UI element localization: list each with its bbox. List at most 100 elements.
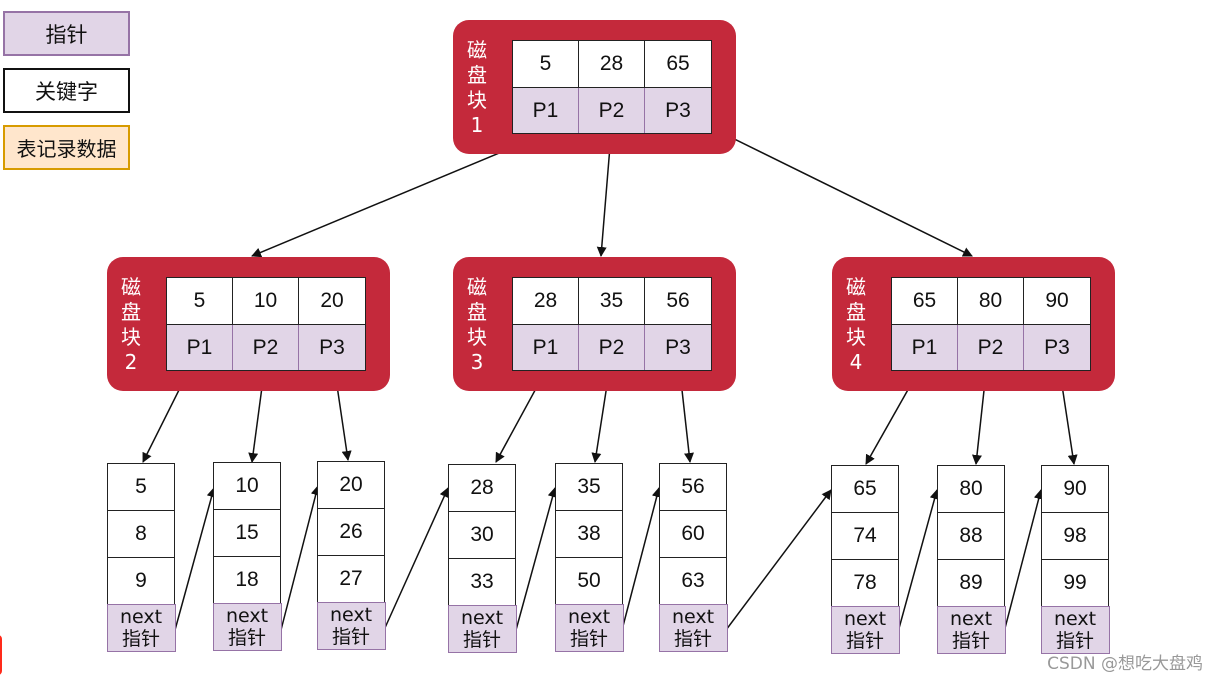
leaf-key: 33: [449, 559, 515, 606]
edge-artifact: [0, 635, 2, 675]
arrow-next-6: [725, 489, 832, 631]
leaf-key: 89: [938, 560, 1004, 607]
next-text: next: [460, 606, 504, 629]
leaf-key: 65: [832, 466, 898, 513]
pointer-cell: P3: [1024, 325, 1090, 370]
disk-block-4: 磁 盘 块 4 65 80 90 P1 P2 P3: [832, 257, 1115, 391]
next-text: 指针: [951, 629, 990, 652]
next-text: next: [949, 607, 993, 630]
leaf-key: 15: [214, 510, 280, 557]
legend-pointer: 指针: [3, 11, 130, 56]
disk-block-2: 磁 盘 块 2 5 10 20 P1 P2 P3: [107, 257, 390, 391]
pointer-cell: P3: [645, 325, 711, 370]
next-text: next: [329, 603, 373, 626]
leaf-key: 8: [108, 511, 174, 558]
disk-block-label: 磁 盘 块 1: [465, 38, 489, 138]
arrow-next-2: [280, 485, 321, 631]
label-char: 盘: [467, 300, 487, 324]
label-char: 块: [467, 325, 487, 349]
label-char: 3: [470, 350, 484, 374]
node-grid: 5 10 20 P1 P2 P3: [166, 277, 366, 371]
next-text: next: [843, 607, 887, 630]
pointer-cell: P1: [513, 88, 579, 133]
key-cell: 28: [579, 41, 645, 88]
label-char: 1: [470, 113, 484, 137]
arrow-next-1: [174, 487, 217, 631]
leaf-key: 38: [556, 511, 622, 558]
leaf-key: 90: [1042, 466, 1108, 513]
key-cell: 56: [645, 278, 711, 325]
label-char: 块: [121, 325, 141, 349]
disk-block-label: 磁 盘 块 3: [465, 275, 489, 375]
pointer-cell: P1: [167, 325, 233, 370]
leaf-key: 35: [556, 464, 622, 511]
next-text: 指针: [462, 628, 501, 651]
next-text: 指针: [1055, 629, 1094, 652]
next-text: 指针: [331, 625, 370, 648]
label-char: 块: [467, 88, 487, 112]
label-char: 盘: [846, 300, 866, 324]
label-char: 盘: [121, 300, 141, 324]
leaf-key: 50: [556, 558, 622, 605]
pointer-cell: P3: [299, 325, 365, 370]
leaf-key: 88: [938, 513, 1004, 560]
leaf-key: 27: [318, 556, 384, 603]
node-grid: 5 28 65 P1 P2 P3: [512, 40, 712, 134]
label-char: 磁: [121, 275, 141, 299]
leaf-key: 5: [108, 464, 174, 511]
key-cell: 90: [1024, 278, 1090, 325]
watermark: CSDN @想吃大盘鸡: [1047, 654, 1203, 674]
leaf-key: 30: [449, 512, 515, 559]
key-cell: 28: [513, 278, 579, 325]
leaf-key: 80: [938, 466, 1004, 513]
arrow-root-p3: [711, 127, 973, 257]
leaf-key: 26: [318, 509, 384, 556]
leaf-key: 78: [832, 560, 898, 607]
arrow-next-5: [621, 487, 662, 631]
pointer-cell: P2: [233, 325, 299, 370]
legend-record: 表记录数据: [3, 125, 130, 170]
label-char: 4: [849, 350, 863, 374]
pointer-cell: P3: [645, 88, 711, 133]
next-text: 指针: [121, 627, 160, 650]
pointer-cell: P2: [958, 325, 1024, 370]
pointer-cell: P2: [579, 88, 645, 133]
label-char: 磁: [846, 275, 866, 299]
node-grid: 65 80 90 P1 P2 P3: [891, 277, 1091, 371]
key-cell: 10: [233, 278, 299, 325]
leaf-key: 63: [660, 558, 726, 605]
arrow-root-p2: [596, 133, 612, 257]
next-text: next: [1053, 607, 1097, 630]
leaf-key: 20: [318, 462, 384, 509]
key-cell: 20: [299, 278, 365, 325]
key-cell: 80: [958, 278, 1024, 325]
next-text: next: [119, 605, 163, 628]
label-char: 磁: [467, 38, 487, 62]
key-cell: 65: [892, 278, 958, 325]
leaf-key: 99: [1042, 560, 1108, 607]
disk-block-3: 磁 盘 块 3 28 35 56 P1 P2 P3: [453, 257, 736, 391]
arrow-next-8: [1003, 489, 1044, 633]
leaf-key: 98: [1042, 513, 1108, 560]
disk-block-label: 磁 盘 块 2: [119, 275, 143, 375]
key-cell: 35: [579, 278, 645, 325]
next-text: next: [567, 605, 611, 628]
disk-block-label: 磁 盘 块 4: [844, 275, 868, 375]
